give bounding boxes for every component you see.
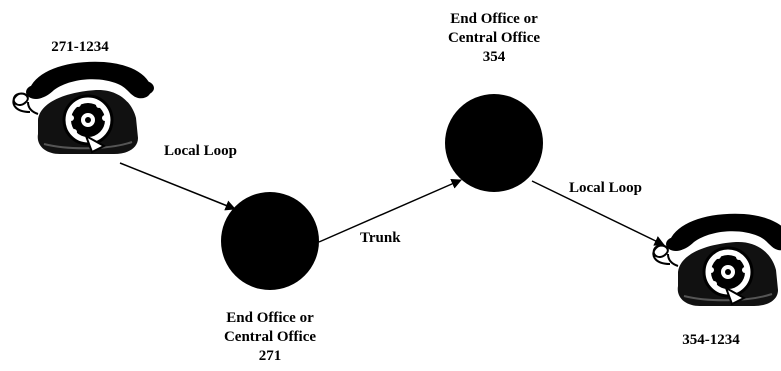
local-loop-right-arrow xyxy=(531,180,665,246)
trunk-label: Trunk xyxy=(360,230,401,246)
central-office-271-node xyxy=(221,192,319,290)
office-354-line2: Central Office xyxy=(447,30,541,46)
callee-telephone-icon xyxy=(651,212,781,308)
central-office-271-label: End Office or Central Office 271 xyxy=(180,309,360,366)
caller-telephone-icon xyxy=(11,60,156,156)
trunk-arrow xyxy=(318,178,462,243)
office-354-line1: End Office or xyxy=(450,11,538,27)
office-271-line3: 271 xyxy=(258,348,282,364)
caller-phone-number: 271-1234 xyxy=(51,39,109,55)
local-loop-right-label: Local Loop xyxy=(569,180,642,196)
local-loop-left-label: Local Loop xyxy=(164,143,237,159)
office-354-line3: 354 xyxy=(482,49,506,65)
local-loop-left-arrow xyxy=(119,162,236,211)
office-271-line1: End Office or xyxy=(226,310,314,326)
office-271-line2: Central Office xyxy=(223,329,317,345)
callee-phone-number: 354-1234 xyxy=(682,332,740,348)
central-office-354-label: End Office or Central Office 354 xyxy=(404,10,584,67)
central-office-354-node xyxy=(445,94,543,192)
